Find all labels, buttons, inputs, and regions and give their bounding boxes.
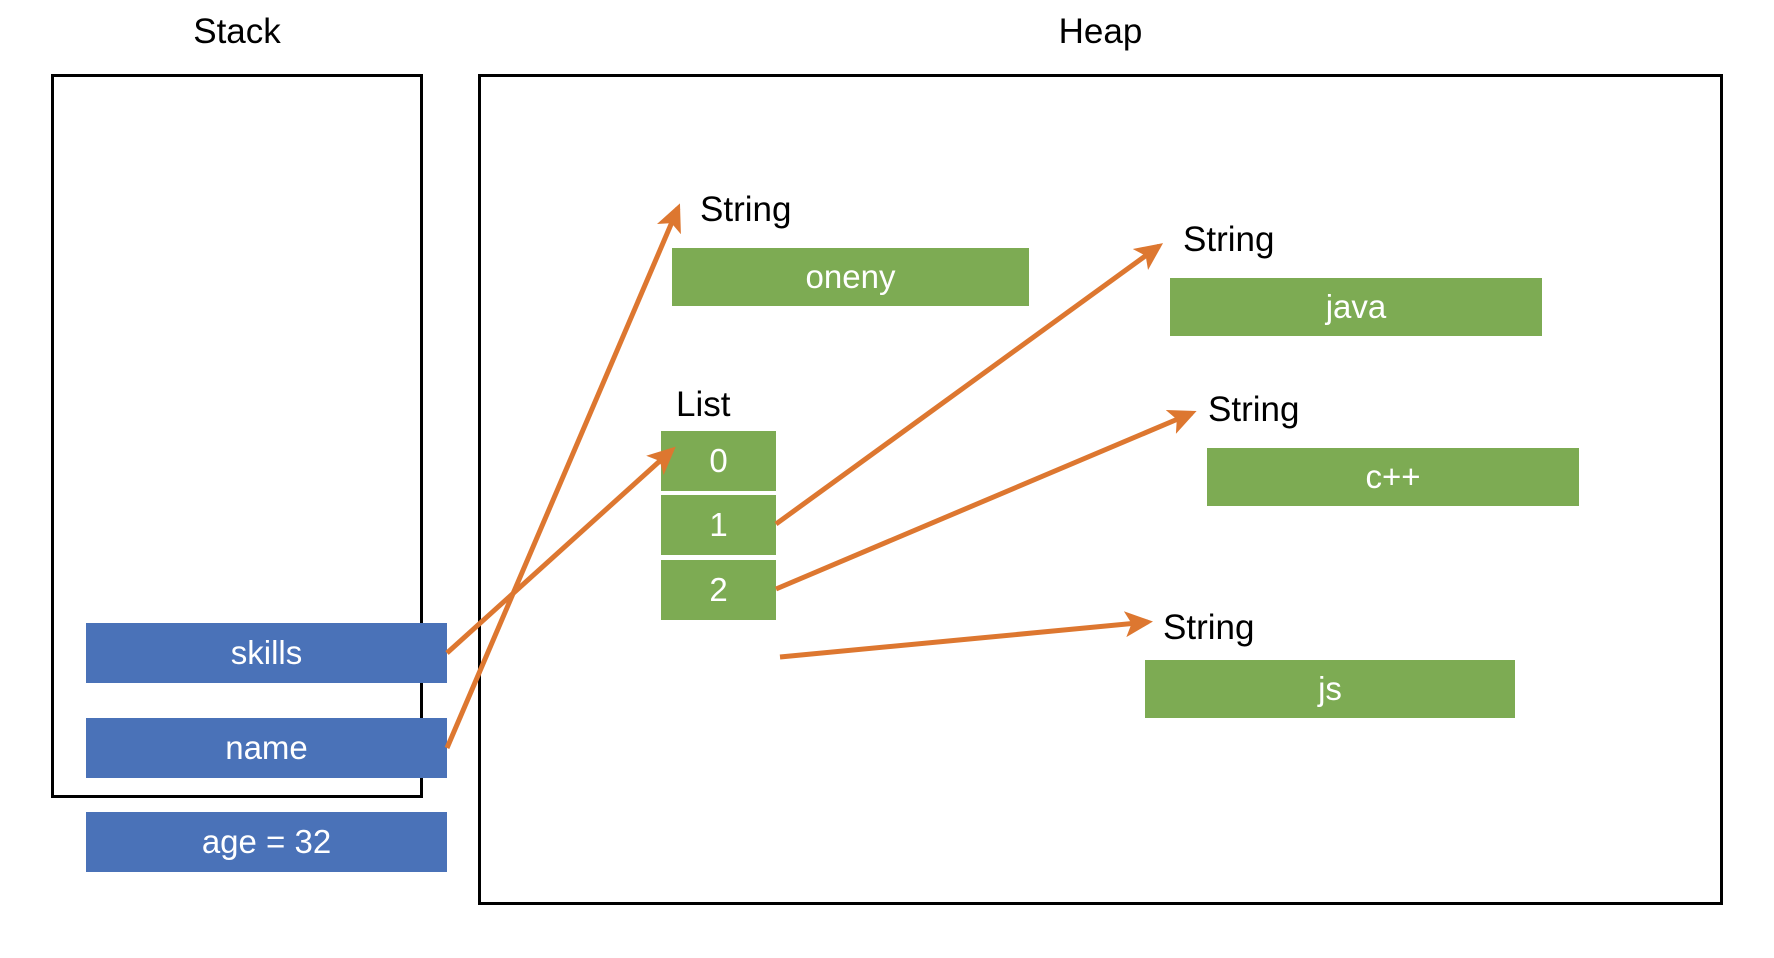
heap-region-title: Heap	[1058, 12, 1143, 51]
heap-string-oneny[interactable]: oneny	[672, 248, 1029, 306]
heap-list-type-label: List	[676, 385, 731, 424]
heap-string-cpp[interactable]: c++	[1207, 448, 1579, 506]
list-index-1[interactable]: 1	[661, 495, 776, 555]
stack-region-title: Stack	[193, 12, 281, 51]
stack-var-name[interactable]: name	[86, 718, 447, 778]
heap-string-js[interactable]: js	[1145, 660, 1515, 718]
heap-string-java[interactable]: java	[1170, 278, 1542, 336]
list-index-0[interactable]: 0	[661, 431, 776, 491]
list-index-2[interactable]: 2	[661, 560, 776, 620]
heap-string-cpp-type-label: String	[1208, 390, 1300, 429]
heap-string-oneny-type-label: String	[700, 190, 792, 229]
heap-string-js-type-label: String	[1163, 608, 1255, 647]
heap-string-java-type-label: String	[1183, 220, 1275, 259]
stack-var-age[interactable]: age = 32	[86, 812, 447, 872]
stack-region-frame	[51, 74, 423, 798]
stack-var-skills[interactable]: skills	[86, 623, 447, 683]
